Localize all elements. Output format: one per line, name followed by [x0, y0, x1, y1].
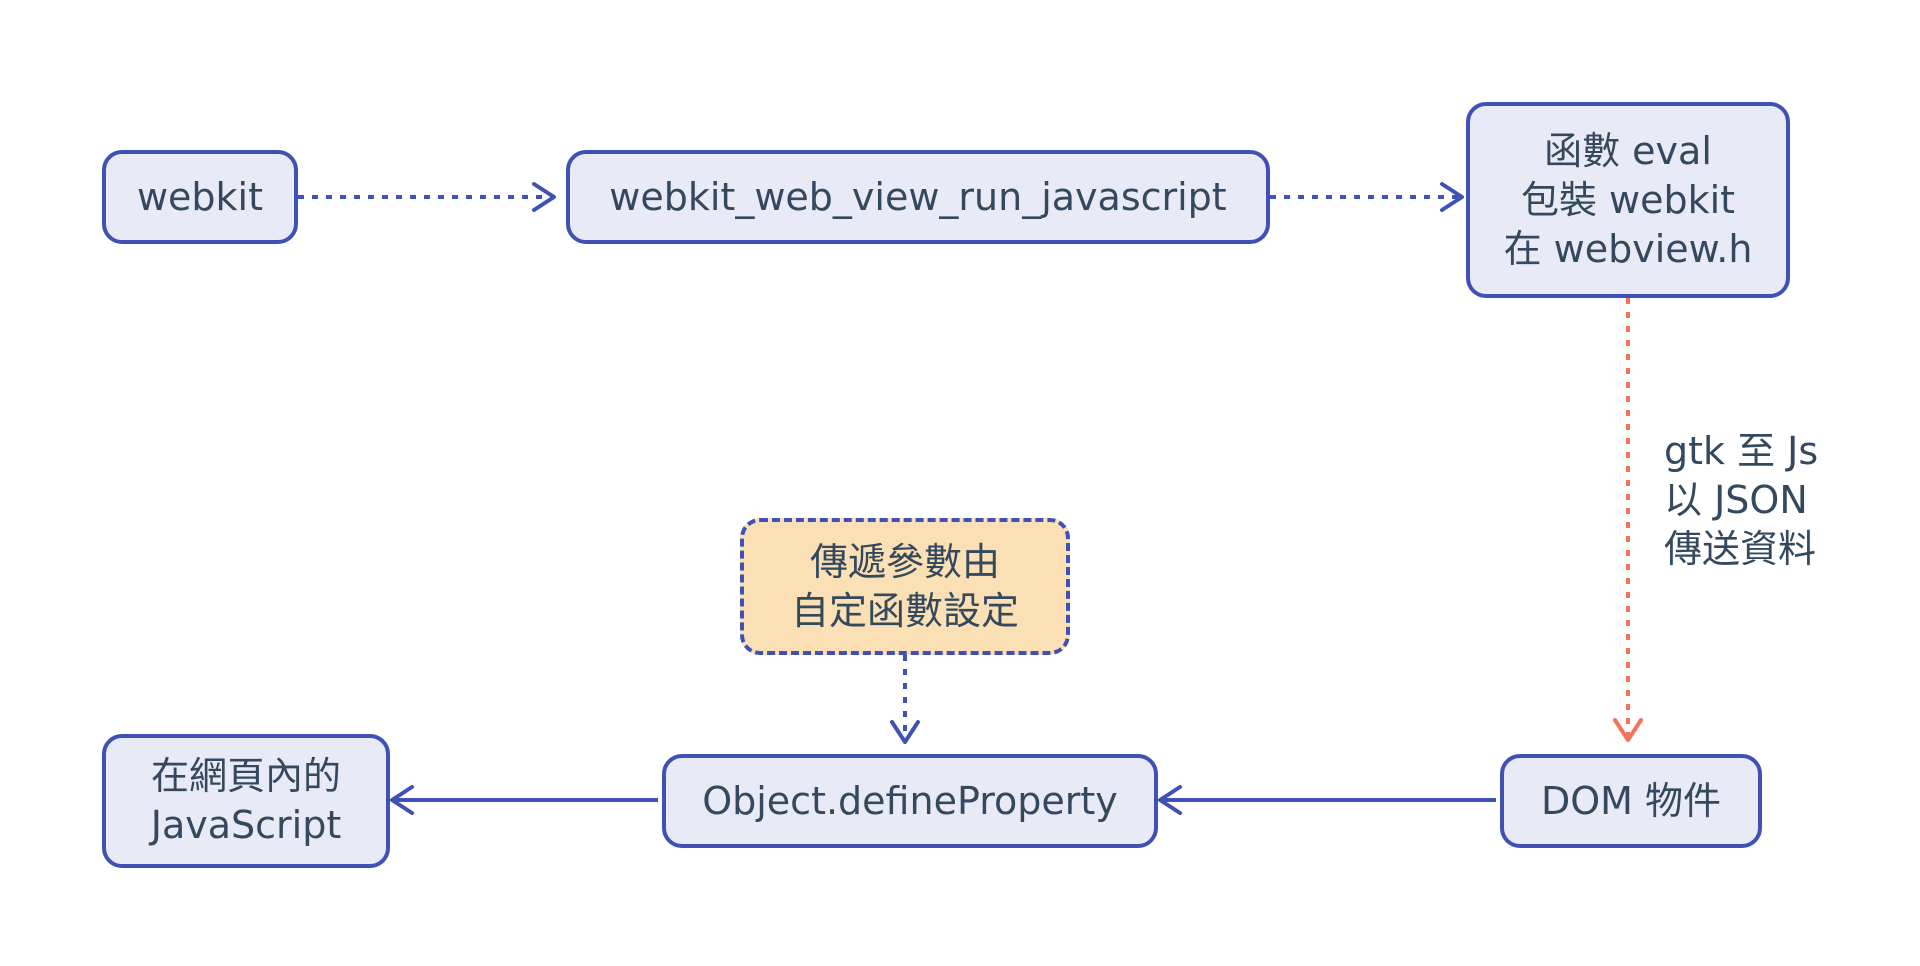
node-page-javascript-line-2: JavaScript — [150, 803, 342, 847]
node-run-javascript-label: webkit_web_view_run_javascript — [609, 174, 1227, 219]
edge-label-line-1: gtk 至 Js — [1664, 429, 1819, 473]
arrowhead-note — [890, 720, 920, 744]
arrowhead-eval — [1440, 182, 1464, 212]
node-param-note-line-1: 傳遞參數由 — [809, 539, 1000, 584]
node-page-javascript: 在網頁內的 JavaScript — [102, 734, 390, 868]
node-dom-object-label: DOM 物件 — [1540, 778, 1722, 823]
node-eval-wrapper-line-3: 在 webview.h — [1503, 226, 1753, 271]
arrowhead-dom — [1613, 718, 1643, 742]
edge-label-gtk-to-js: gtk 至 Js 以 JSON 傳送資料 — [1664, 427, 1818, 574]
arrowhead-define-prop — [1158, 785, 1182, 815]
node-webkit-label: webkit — [136, 174, 264, 219]
node-dom-object: DOM 物件 — [1500, 754, 1762, 848]
node-eval-wrapper-line-1: 函數 eval — [1544, 128, 1712, 173]
node-param-note: 傳遞參數由 自定函數設定 — [740, 518, 1070, 655]
node-param-note-line-2: 自定函數設定 — [790, 588, 1019, 633]
node-page-javascript-line-1: 在網頁內的 — [150, 754, 341, 798]
node-eval-wrapper-line-2: 包裝 webkit — [1520, 177, 1736, 222]
edge-label-line-3: 傳送資料 — [1664, 527, 1817, 571]
node-run-javascript: webkit_web_view_run_javascript — [566, 150, 1270, 244]
arrowhead-page-js — [390, 785, 414, 815]
node-define-property-label: Object.defineProperty — [702, 778, 1118, 823]
arrowhead-run-js — [532, 182, 556, 212]
node-eval-wrapper: 函數 eval 包裝 webkit 在 webview.h — [1466, 102, 1790, 298]
node-define-property: Object.defineProperty — [662, 754, 1158, 848]
edge-label-line-2: 以 JSON — [1664, 478, 1808, 522]
node-webkit: webkit — [102, 150, 298, 244]
